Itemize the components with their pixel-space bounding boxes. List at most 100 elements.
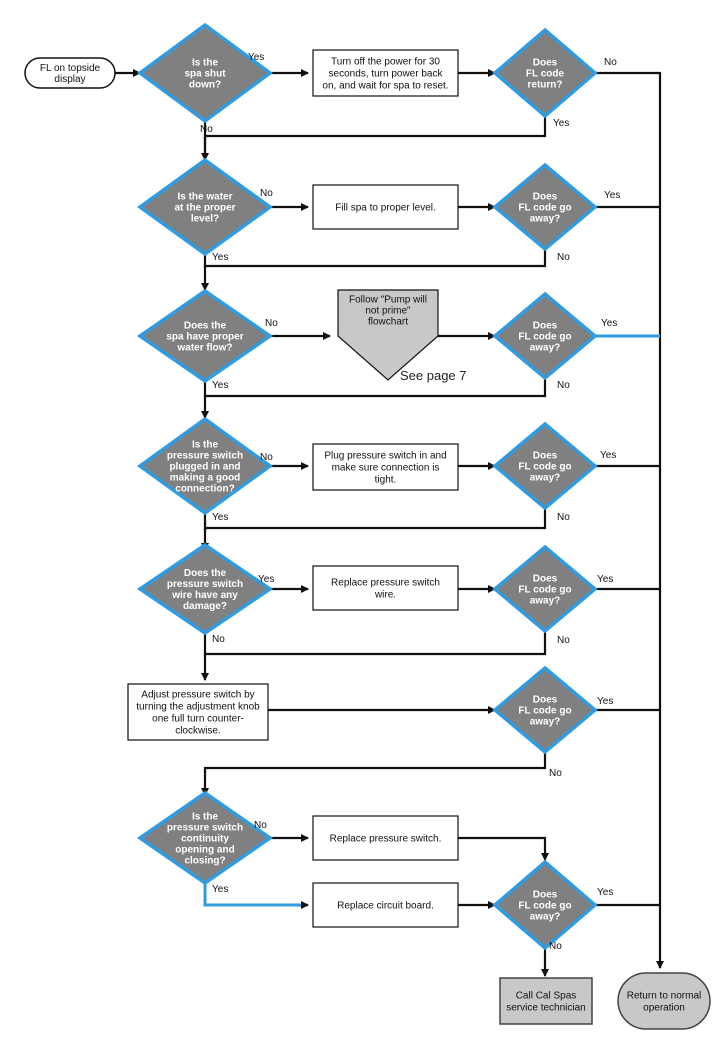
label-no: No — [557, 635, 570, 646]
decision-water_flow-text-line: water flow? — [176, 343, 232, 354]
decision-spa_shut_down — [137, 22, 273, 124]
label-yes: Yes — [604, 190, 620, 201]
label-yes: Yes — [248, 52, 264, 63]
terminal-call-tech-text-line: Call Cal Spas — [516, 991, 577, 1002]
decision-water_level-text-line: Is the water — [177, 192, 232, 203]
decision-spa_shut_down-text-line: down? — [189, 80, 221, 91]
action-fill_spa-text-line: Fill spa to proper level. — [335, 203, 436, 214]
action-replace_wire-text-line: wire. — [374, 590, 396, 601]
label-no: No — [557, 380, 570, 391]
decision-code_away_7-text-line: away? — [530, 912, 561, 923]
decision-code_away_7 — [492, 859, 598, 951]
arrow-d1b-yes — [201, 115, 547, 161]
action-adjust_switch-text-line: Adjust pressure switch by — [141, 690, 254, 701]
decision-code_return_1 — [492, 27, 598, 119]
action-replace_switch — [312, 815, 459, 861]
decision-code_away_6-text-line: Does — [533, 695, 558, 706]
decision-code_away_3-text-line: Does — [533, 321, 558, 332]
action-replace_wire — [312, 565, 459, 611]
decision-code_away_4-text-line: FL code go — [518, 462, 571, 473]
label-yes: Yes — [212, 512, 228, 523]
arrow-d2b-no — [201, 248, 547, 291]
decision-water_flow-text-line: spa have proper — [166, 332, 243, 343]
line-trunk-right — [595, 71, 664, 969]
decision-wire_damage — [136, 542, 274, 636]
action-replace_switch-text-line: Replace pressure switch. — [330, 834, 442, 845]
action-pump_prime-text-line: Follow "Pump will — [349, 295, 427, 306]
terminal-return-normal-text-line: operation — [643, 1003, 685, 1014]
decision-switch_continuity — [136, 790, 274, 886]
see-page-note: See page 7 — [400, 368, 467, 383]
action-plug_switch-text-line: Plug pressure switch in and — [324, 451, 446, 462]
action-pump_prime-text-line: flowchart — [368, 317, 408, 328]
decision-wire_damage-text-line: damage? — [183, 601, 227, 612]
action-adjust_switch-text-line: turning the adjustment knob — [136, 702, 260, 713]
label-yes: Yes — [212, 380, 228, 391]
terminal-return-normal-text-line: Return to normal — [627, 991, 701, 1002]
terminal-return-normal — [617, 972, 711, 1030]
action-fill_spa — [312, 184, 459, 230]
label-no: No — [260, 452, 273, 463]
decision-code_away_4-text-line: Does — [533, 451, 558, 462]
decision-wire_damage-text-line: wire have any — [171, 590, 238, 601]
label-no: No — [200, 124, 213, 135]
decision-code_away_2-text-line: away? — [530, 214, 561, 225]
decision-code_away_3 — [492, 291, 598, 381]
label-no: No — [549, 941, 562, 952]
label-yes: Yes — [553, 118, 569, 129]
action-replace_board-text-line: Replace circuit board. — [337, 901, 434, 912]
decision-switch_plugged — [137, 416, 273, 516]
decision-spa_shut_down-text-line: Is the — [192, 58, 219, 69]
arrow-switch-to-d7b — [458, 836, 549, 861]
action-replace_wire-text-line: Replace pressure switch — [331, 578, 440, 589]
decision-wire_damage-text-line: pressure switch — [167, 579, 243, 590]
arrow-d4b-no — [201, 508, 547, 551]
decision-spa_shut_down-text-line: spa shut — [184, 69, 226, 80]
label-yes: Yes — [597, 574, 613, 585]
decision-switch_continuity-text-line: closing? — [184, 856, 225, 867]
action-pump_prime-text-line: not prime" — [365, 306, 411, 317]
label-yes: Yes — [597, 887, 613, 898]
label-no: No — [557, 252, 570, 263]
decision-code_away_2-text-line: Does — [533, 192, 558, 203]
decision-water_flow-text-line: Does the — [184, 321, 227, 332]
arrow-d6-no — [201, 752, 547, 796]
decision-switch_continuity-text-line: pressure switch — [167, 823, 243, 834]
terminal-call-tech-text-line: service technician — [506, 1003, 585, 1014]
action-pump_prime — [337, 289, 439, 381]
decision-water_level-text-line: level? — [191, 214, 219, 225]
decision-code_away_6 — [492, 665, 598, 755]
decision-code_away_4-text-line: away? — [530, 473, 561, 484]
action-adjust_switch-text-line: clockwise. — [175, 726, 221, 737]
label-yes: Yes — [601, 318, 617, 329]
action-power_cycle — [312, 49, 459, 97]
decision-switch_plugged-text-line: making a good — [170, 473, 241, 484]
decision-code_away_2-text-line: FL code go — [518, 203, 571, 214]
label-no: No — [604, 57, 617, 68]
decision-switch_plugged-text-line: Is the — [192, 440, 219, 451]
start-terminal-text-line: FL on topside — [40, 63, 101, 74]
decision-code_away_6-text-line: away? — [530, 717, 561, 728]
label-no: No — [265, 318, 278, 329]
decision-code_away_5 — [492, 544, 598, 634]
decision-switch_continuity-text-line: Is the — [192, 812, 219, 823]
label-no: No — [260, 188, 273, 199]
action-power_cycle-text-line: Turn off the power for 30 — [331, 57, 440, 68]
decision-code_away_6-text-line: FL code go — [518, 706, 571, 717]
decision-code_away_2 — [492, 162, 598, 252]
label-yes: Yes — [258, 574, 274, 585]
decision-water_flow — [136, 288, 274, 384]
label-yes: Yes — [212, 252, 228, 263]
decision-code_away_4 — [492, 421, 598, 511]
start-terminal-text-line: display — [54, 74, 85, 85]
decision-switch_continuity-text-line: continuity — [181, 834, 229, 845]
decision-wire_damage-text-line: Does the — [184, 568, 227, 579]
label-no: No — [549, 768, 562, 779]
label-no: No — [254, 820, 267, 831]
arrow-d5b-no — [201, 630, 547, 681]
action-replace_board — [312, 882, 459, 928]
label-yes: Yes — [212, 884, 228, 895]
terminal-call-tech — [499, 977, 593, 1025]
decision-code_return_1-text-line: FL code — [526, 69, 565, 80]
decision-water_level — [137, 157, 273, 257]
